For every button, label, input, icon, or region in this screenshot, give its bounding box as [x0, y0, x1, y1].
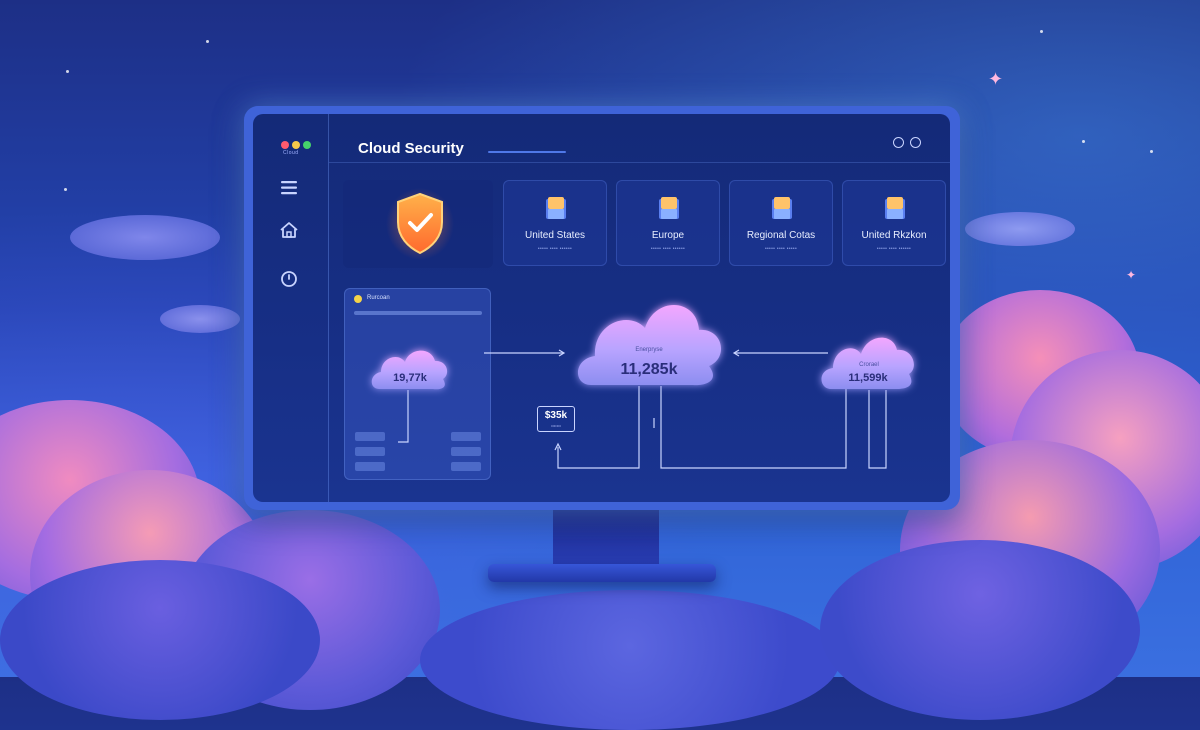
background-cloud: [160, 305, 240, 333]
panel-chip[interactable]: [451, 447, 481, 456]
cloud-center: [577, 304, 722, 386]
sparkle-icon: ✦: [988, 69, 1004, 89]
background-cloud: [965, 212, 1075, 246]
server-icon: [546, 197, 566, 219]
cost-value: $35k: [544, 410, 568, 421]
panel-title: Rurcoan: [367, 295, 390, 301]
center-cloud-value: 11,285k: [620, 361, 678, 378]
cloud-right: [821, 337, 914, 389]
region-card-regional[interactable]: Regional Cotas ••••• •••• •••••: [729, 180, 833, 266]
status-indicator: [354, 295, 362, 303]
panel-chip[interactable]: [355, 447, 385, 456]
region-subtitle: ••••• •••• •••••: [764, 246, 798, 252]
background-cloud: [420, 590, 840, 730]
minimize-dot[interactable]: [292, 141, 300, 149]
region-card-united-kingdom[interactable]: United Rkzkon ••••• •••• ••••••: [842, 180, 946, 266]
star-dot: [1150, 150, 1153, 153]
star-dot: [66, 70, 69, 73]
region-subtitle: ••••• •••• ••••••: [537, 246, 573, 252]
right-cloud-label: Crorael: [859, 362, 879, 368]
title-underline: [488, 151, 566, 153]
region-subtitle: ••••• •••• ••••••: [650, 246, 686, 252]
circle-icon[interactable]: [893, 137, 904, 148]
clock-icon[interactable]: [277, 267, 301, 291]
refresh-icon[interactable]: [910, 137, 921, 148]
server-icon: [885, 197, 905, 219]
server-icon: [772, 197, 792, 219]
background-cloud: [0, 560, 320, 720]
star-dot: [64, 188, 67, 191]
server-icon: [659, 197, 679, 219]
panel-chip[interactable]: [451, 432, 481, 441]
close-dot[interactable]: [281, 141, 289, 149]
shield-check-icon: [386, 188, 454, 260]
sidebar: Cloud: [253, 114, 329, 502]
maximize-dot[interactable]: [303, 141, 311, 149]
header-divider: [329, 162, 950, 163]
connector-lines: [398, 349, 887, 469]
monitor-stand-base: [488, 564, 716, 582]
panel-chip[interactable]: [355, 462, 385, 471]
region-name: Europe: [651, 230, 685, 241]
cloud-left: [371, 350, 448, 390]
window-controls: [281, 136, 314, 154]
region-subtitle: ••••• •••• ••••••: [876, 246, 912, 252]
region-name: Regional Cotas: [746, 230, 816, 241]
right-cloud-value: 11,599k: [848, 372, 888, 384]
region-card-europe[interactable]: Europe ••••• •••• ••••••: [616, 180, 720, 266]
left-cloud-value: 19,77k: [393, 372, 427, 384]
center-cloud-label: Enerpryse: [635, 347, 663, 353]
home-icon[interactable]: [277, 218, 301, 242]
region-card-united-states[interactable]: United States ••••• •••• ••••••: [503, 180, 607, 266]
page-title: Cloud Security: [358, 140, 464, 157]
sparkle-icon: ✦: [1126, 268, 1137, 282]
background-cloud: [820, 540, 1140, 720]
network-diagram: [371, 304, 914, 469]
app-window: Cloud Cloud Security: [253, 114, 950, 502]
background-cloud: [70, 215, 220, 260]
panel-chip[interactable]: [355, 432, 385, 441]
security-status-card[interactable]: [343, 180, 493, 268]
window-caption: Cloud: [283, 150, 299, 156]
panel-progress-bar: [354, 311, 482, 315]
star-dot: [1040, 30, 1043, 33]
region-name: United Rkzkon: [861, 230, 927, 241]
list-icon[interactable]: [277, 176, 301, 200]
star-dot: [206, 40, 209, 43]
panel-chip[interactable]: [451, 462, 481, 471]
monitor-stand-neck: [553, 500, 659, 572]
star-dot: [1082, 140, 1085, 143]
cost-caption: •••••••: [551, 423, 561, 428]
region-name: United States: [524, 230, 586, 241]
cost-value-box[interactable]: $35k •••••••: [537, 406, 575, 432]
